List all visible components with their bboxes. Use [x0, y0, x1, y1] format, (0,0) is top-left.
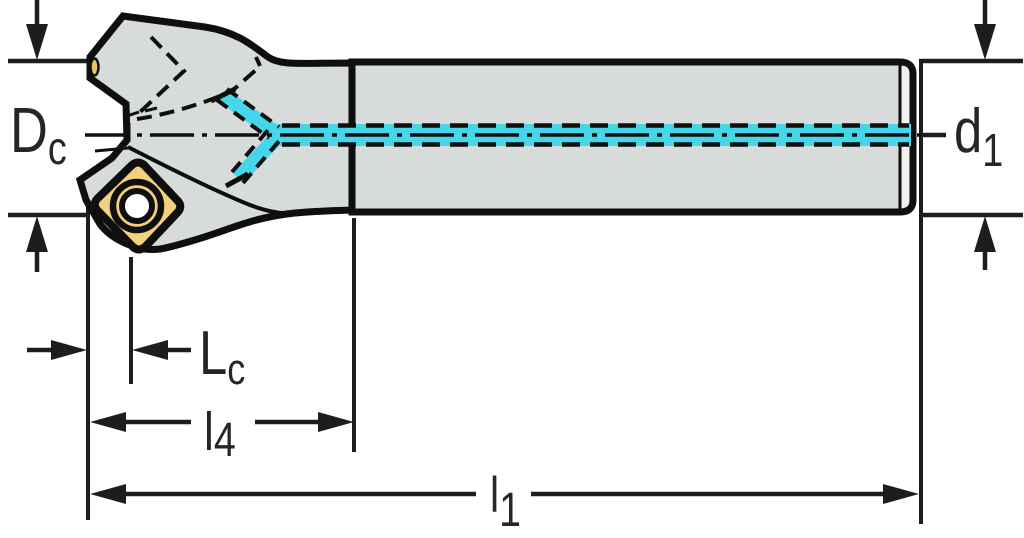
d1-label-box	[946, 96, 1024, 178]
l1-main-text: l	[490, 467, 499, 523]
coolant-branch-dashed-edges	[215, 87, 282, 185]
dimension-l4	[90, 218, 356, 452]
label-dc: Dc	[10, 95, 67, 174]
coolant-upper-cap	[209, 86, 237, 104]
d1-bottom-arrowhead-icon	[974, 216, 996, 252]
label-lc: Lc	[199, 319, 245, 394]
dc-main-text: D	[10, 95, 48, 166]
coolant-dashed-edge	[225, 87, 281, 129]
dimension-d1	[919, 0, 1023, 270]
d1-main-text: d	[954, 97, 982, 166]
l4-sub-text: 4	[214, 413, 236, 467]
svg-text:l4: l4	[204, 402, 236, 467]
svg-text:d1: d1	[954, 97, 1003, 176]
dimension-dc	[8, 0, 93, 272]
dc-top-arrowhead-icon	[26, 24, 48, 60]
face-boundary-curve	[127, 145, 299, 216]
l4-main-text: l	[204, 402, 214, 462]
coolant-upper-branch	[217, 88, 285, 143]
face-line	[126, 110, 140, 118]
insert	[90, 158, 185, 254]
label-l1: l1	[490, 467, 521, 537]
hidden-pocket-line	[137, 35, 187, 115]
dimension-l1	[90, 62, 923, 524]
d1-top-arrowhead-icon	[974, 24, 996, 60]
top-edge-tick	[254, 56, 262, 67]
face-line	[109, 92, 125, 104]
hidden-insert-edge	[89, 57, 100, 77]
label-d1: d1	[954, 97, 1003, 176]
svg-text:Dc: Dc	[10, 95, 67, 174]
lc-left-arrowhead-icon	[51, 340, 87, 360]
insert-screw-icon	[119, 188, 155, 224]
label-l4: l4	[204, 402, 236, 467]
lc-right-arrowhead-icon	[132, 340, 168, 360]
dc-sub-text: c	[48, 122, 67, 173]
lc-main-text: L	[199, 319, 227, 388]
l4-left-arrowhead-icon	[90, 412, 126, 432]
face-line	[144, 106, 158, 113]
coolant-dashed-edge	[241, 138, 282, 185]
lc-sub-text: c	[227, 345, 245, 394]
coolant-lower-branch	[232, 128, 286, 184]
coolant-bore-dashed-edges	[282, 123, 909, 147]
l4-label-box	[191, 388, 255, 460]
face-line	[94, 146, 129, 153]
coolant-dashed-edge	[215, 98, 271, 140]
head-face-lines	[94, 56, 299, 216]
l1-right-arrowhead-icon	[883, 484, 919, 504]
svg-text:Lc: Lc	[199, 319, 245, 394]
l1-sub-text: 1	[499, 483, 521, 537]
l1-label-box	[476, 452, 531, 532]
dc-bottom-arrowhead-icon	[26, 216, 48, 252]
coolant-dashed-edge	[230, 127, 271, 174]
dimension-lc	[27, 202, 191, 520]
d1-sub-text: 1	[982, 124, 1003, 175]
insert-seat-ring	[109, 178, 165, 234]
coolant-lower-cap	[224, 171, 250, 189]
svg-text:l1: l1	[490, 467, 521, 537]
l1-left-arrowhead-icon	[90, 484, 126, 504]
shank-outline	[348, 58, 917, 216]
dc-label-box	[1, 94, 77, 178]
l4-right-arrowhead-icon	[318, 412, 354, 432]
